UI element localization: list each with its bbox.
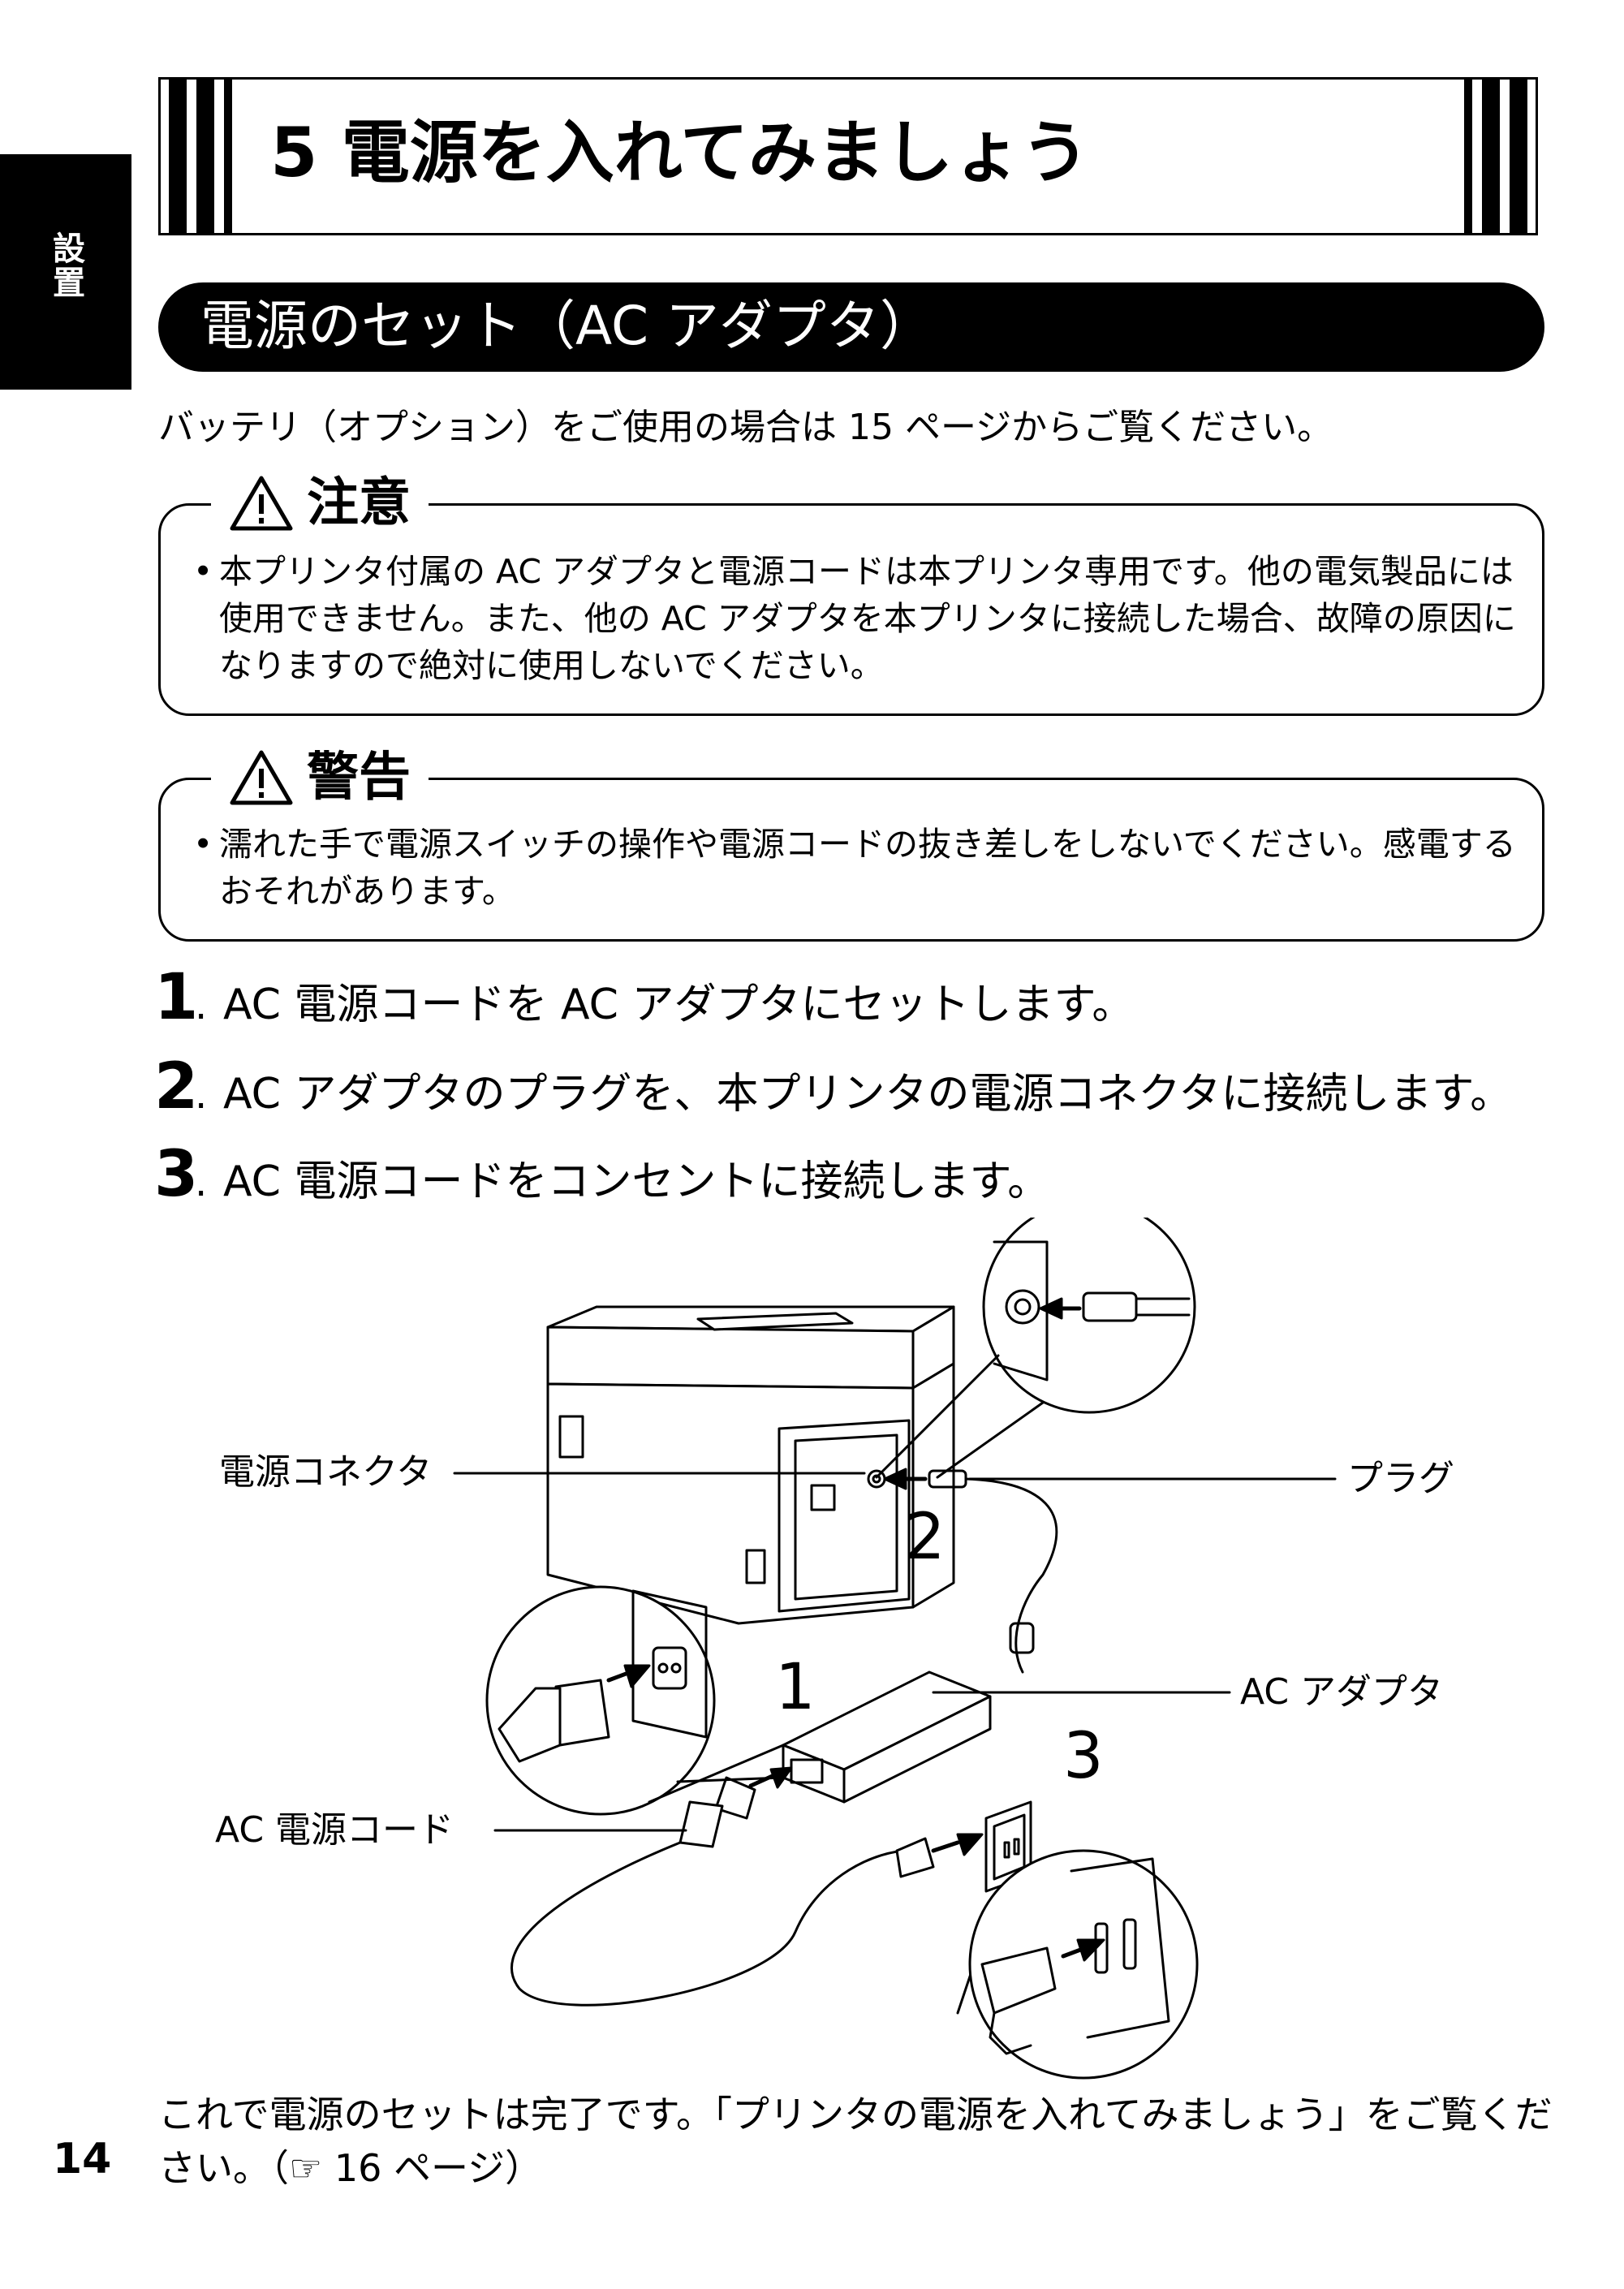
dc-plug-cable <box>883 1468 1058 1674</box>
warning-label: 警告 <box>307 748 411 808</box>
connection-figure: 電源コネクタ プラグ AC アダプタ AC 電源コード 1 2 3 <box>179 1218 1526 2094</box>
step-number: 1 <box>154 961 199 1034</box>
plug-label: プラグ <box>1347 1458 1454 1499</box>
page-number: 14 <box>53 2135 112 2183</box>
step-text: AC 電源コードを AC アダプタにセットします。 <box>223 981 1135 1029</box>
outlet-zoom-illustration <box>968 1849 1199 2080</box>
plug-zoom-illustration <box>875 1218 1196 1479</box>
chapter-title: 5 電源を入れてみましょう <box>270 113 1090 192</box>
side-tab: 設置 <box>0 154 131 390</box>
header-stripes-left <box>169 80 232 233</box>
caution-heading: 注意 <box>211 471 429 536</box>
figure-step-marker: 2 <box>905 1501 946 1574</box>
warning-triangle-icon <box>230 476 293 531</box>
step-number: 3 <box>154 1138 199 1211</box>
caution-box: 本プリンタ付属の AC アダプタと電源コードは本プリンタ専用です。他の電気製品に… <box>158 503 1544 716</box>
section-title: 電源のセット（AC アダプタ） <box>200 295 934 357</box>
warning-item: 濡れた手で電源スイッチの操作や電源コードの抜き差しをしないでください。感電するお… <box>193 821 1518 915</box>
figure-step-marker: 3 <box>1063 1720 1104 1793</box>
warning-heading: 警告 <box>211 745 429 810</box>
cord-label: AC 電源コード <box>215 1809 454 1851</box>
closing-text: これで電源のセットは完了です。「プリンタの電源を入れてみましょう」をご覧ください… <box>158 2093 1553 2190</box>
side-tab-label: 設置 <box>47 231 84 300</box>
step-3: 3 . AC 電源コードをコンセントに接続します。 <box>154 1143 1049 1208</box>
header-stripes-right <box>1464 80 1527 233</box>
chapter-header: 5 電源を入れてみましょう <box>158 77 1538 235</box>
warning-triangle-icon <box>230 750 293 805</box>
section-heading: 電源のセット（AC アダプタ） <box>158 282 1544 372</box>
step-dot: . <box>195 983 208 1028</box>
adapter-socket-zoom-illustration <box>485 1585 785 1816</box>
step-2: 2 . AC アダプタのプラグを、本プリンタの電源コネクタに接続します。 <box>154 1055 1512 1120</box>
connector-label: 電源コネクタ <box>219 1451 433 1493</box>
figure-step-marker: 1 <box>775 1651 816 1724</box>
connection-illustration <box>453 1218 1337 2080</box>
printer-illustration <box>546 1305 955 1625</box>
step-number: 2 <box>154 1050 199 1123</box>
caution-label: 注意 <box>307 473 411 533</box>
step-dot: . <box>195 1072 208 1118</box>
ac-power-cord <box>510 1766 984 2007</box>
step-1: 1 . AC 電源コードを AC アダプタにセットします。 <box>154 966 1134 1031</box>
step-text: AC 電源コードをコンセントに接続します。 <box>223 1157 1050 1206</box>
adapter-label: AC アダプタ <box>1240 1671 1444 1713</box>
intro-text: バッテリ（オプション）をご使用の場合は 15 ページからご覧ください。 <box>158 407 1333 448</box>
ac-adapter-illustration <box>782 1670 992 1804</box>
caution-item: 本プリンタ付属の AC アダプタと電源コードは本プリンタ専用です。他の電気製品に… <box>193 548 1518 689</box>
step-text: AC アダプタのプラグを、本プリンタの電源コネクタに接続します。 <box>223 1070 1513 1119</box>
step-dot: . <box>195 1160 208 1205</box>
